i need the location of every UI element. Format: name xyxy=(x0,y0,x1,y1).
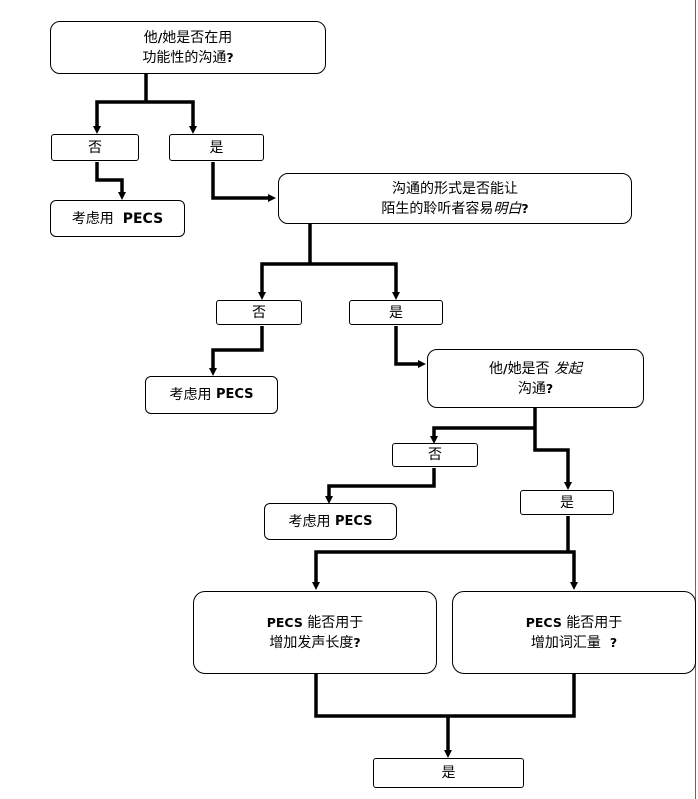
question-pecs-utterance-length: PECS 能否用于 增加发声长度? xyxy=(193,591,437,674)
q3-emphasis: 发起 xyxy=(554,360,583,377)
question-initiate-communication: 他/她是否 发起 沟通? xyxy=(427,349,644,408)
r3-text: 考虑用 xyxy=(288,513,331,530)
q2-no-label: 否 xyxy=(216,300,302,325)
q3-line2: 沟通 xyxy=(517,380,546,397)
q5-qmark: ? xyxy=(609,634,618,650)
r2-text: 考虑用 xyxy=(169,387,212,403)
q2-emphasis: 明白 xyxy=(493,200,522,217)
connector-q1yes-to-q2 xyxy=(211,162,276,202)
q2-qmark: ? xyxy=(521,200,529,216)
q4-line1: 能否用于 xyxy=(307,614,364,631)
r1-pecs: PECS xyxy=(122,210,164,227)
question-understandable-form: 沟通的形式是否能让 陌生的聆听者容易明白? xyxy=(278,173,632,224)
q1-text: 他 xyxy=(143,29,158,46)
q1-slash: / xyxy=(157,29,163,45)
question-pecs-vocabulary: PECS 能否用于 增加词汇量 ? xyxy=(452,591,696,674)
connector-q1no-to-r1 xyxy=(95,162,126,200)
q1-no-label: 否 xyxy=(51,134,139,161)
q3-no-label: 否 xyxy=(392,443,478,467)
connector-q3yes-to-q5 xyxy=(568,550,578,590)
r2-pecs: PECS xyxy=(215,387,254,402)
q3-slash: / xyxy=(502,360,508,376)
q5-line2: 增加词汇量 xyxy=(530,634,601,651)
q4-qmark: ? xyxy=(353,634,361,650)
q3-yes-label: 是 xyxy=(520,490,614,515)
r1-text: 考虑用 xyxy=(71,210,114,227)
connector-q3-to-no xyxy=(430,426,535,444)
q3-text: 他 xyxy=(488,360,503,377)
page-edge-line xyxy=(695,0,696,799)
connector-q3no-to-r3 xyxy=(325,468,436,504)
q1-text-rest: 她是否在用 xyxy=(162,29,233,46)
connector-q3yes-to-q4 xyxy=(312,550,568,590)
q3-text-rest: 她是否 xyxy=(507,360,550,377)
result-consider-pecs-2: 考虑用 PECS xyxy=(145,376,278,414)
connector-q2yes-to-q3 xyxy=(394,326,426,368)
q1-line2: 功能性的沟通 xyxy=(142,49,227,66)
q1-qmark: ? xyxy=(226,49,234,65)
connector-q2-to-no xyxy=(258,262,310,300)
q2-line2: 陌生的聆听者容易 xyxy=(381,200,494,217)
q4-pecs: PECS xyxy=(266,614,303,630)
connector-q2-to-yes xyxy=(310,262,400,300)
result-consider-pecs-1: 考虑用 PECS xyxy=(50,200,185,237)
connector-q1-to-yes xyxy=(146,100,197,134)
q2-line1: 沟通的形式是否能让 xyxy=(391,180,518,197)
q1-yes-label: 是 xyxy=(169,134,264,161)
connector-q1-to-no xyxy=(93,100,146,134)
question-functional-communication: 他/她是否在用 功能性的沟通? xyxy=(50,21,326,74)
q4-line2: 增加发声长度 xyxy=(269,634,354,651)
result-consider-pecs-3: 考虑用 PECS xyxy=(264,503,397,540)
q3-qmark: ? xyxy=(545,380,554,396)
final-yes-label: 是 xyxy=(373,758,524,788)
connector-q2no-to-r2 xyxy=(209,326,264,376)
q5-line1: 能否用于 xyxy=(566,614,623,631)
r3-pecs: PECS xyxy=(334,513,373,529)
connector-q3-to-yes xyxy=(533,428,572,490)
q2-yes-label: 是 xyxy=(349,300,443,325)
q5-pecs: PECS xyxy=(525,614,562,630)
connector-q4-merge xyxy=(314,674,576,718)
